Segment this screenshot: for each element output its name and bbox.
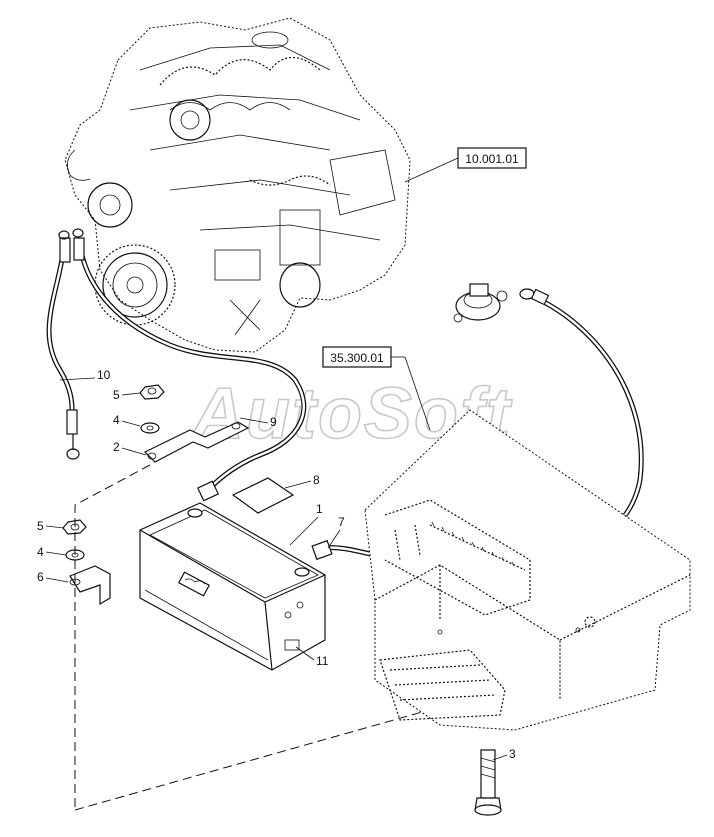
ground-strap-cable	[46, 230, 80, 460]
battery-label	[231, 477, 295, 514]
callout-engine-cable: 9	[270, 415, 277, 429]
reference-engine-label: 10.001.01	[465, 152, 519, 166]
battery-tray-bracket	[364, 409, 691, 731]
callout-cover: 11	[316, 654, 329, 668]
callout-ground-strap: 10	[97, 368, 111, 382]
callout-bolt: 3	[509, 747, 516, 761]
battery-disconnect-switch	[453, 283, 508, 323]
mounting-bolt	[474, 749, 502, 816]
top-bracket	[143, 421, 250, 463]
top-nut	[139, 384, 165, 400]
engine-assembly	[64, 17, 411, 353]
battery	[139, 502, 326, 671]
reference-bracket-label: 35.300.01	[330, 351, 384, 365]
callout-top-washer: 4	[113, 413, 120, 427]
callout-label: 8	[313, 473, 320, 487]
callout-left-washer: 4	[37, 545, 44, 559]
callout-left-nut: 5	[37, 519, 44, 533]
engine-cable	[72, 228, 307, 502]
callout-left-bracket: 6	[37, 570, 44, 584]
callout-battery: 1	[316, 502, 323, 516]
reference-engine: 10.001.01	[404, 147, 527, 183]
callout-top-bracket: 2	[113, 440, 120, 454]
left-bracket	[69, 565, 111, 606]
top-washer	[140, 422, 160, 434]
callout-positive-cable: 7	[338, 515, 345, 529]
assembly-line-left	[74, 464, 151, 810]
callout-top-nut: 5	[113, 388, 120, 402]
reference-bracket: 35.300.01	[322, 346, 431, 431]
